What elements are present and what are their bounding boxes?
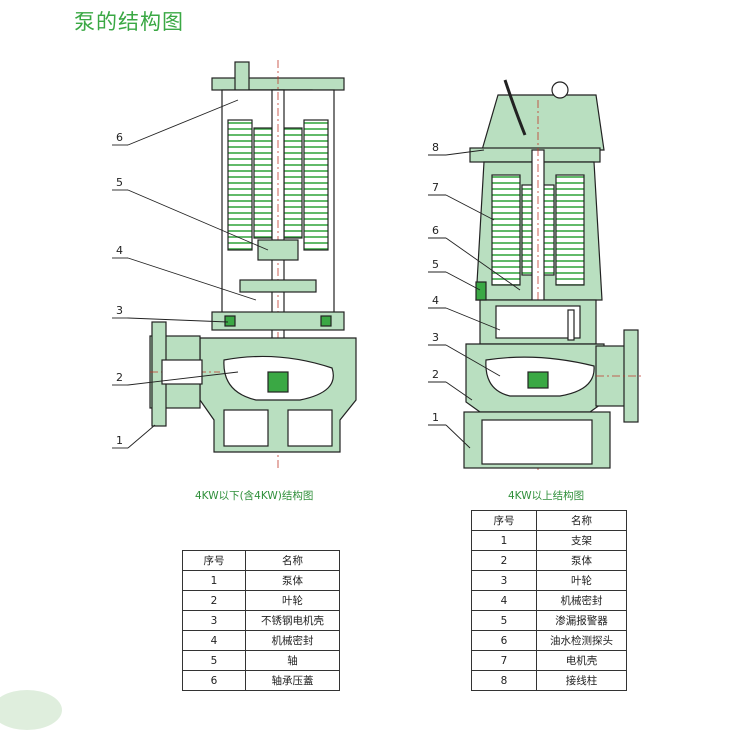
cell-index: 6 [182, 670, 246, 691]
right-callout-7: 7 [432, 181, 439, 194]
cell-index: 5 [182, 650, 246, 671]
left-callout-4: 4 [116, 244, 123, 257]
header-name: 名称 [245, 550, 340, 571]
left-callout-numbers: 6 5 4 3 2 1 [116, 131, 123, 447]
cell-index: 7 [471, 650, 537, 671]
table-header-row: 序号 名称 [182, 550, 340, 571]
page-title: 泵的结构图 [74, 10, 184, 34]
pump-structure-drawings: 6 5 4 3 2 1 [112, 60, 642, 470]
right-callout-numbers: 8 7 6 5 4 3 2 1 [432, 141, 439, 424]
left-pump-drawing [149, 60, 357, 470]
cell-index: 4 [471, 590, 537, 611]
cell-name: 电机壳 [536, 650, 627, 671]
right-callout-8: 8 [432, 141, 439, 154]
left-callout-2: 2 [116, 371, 123, 384]
header-name: 名称 [536, 510, 627, 531]
right-callout-4: 4 [432, 294, 439, 307]
right-pump-drawing [463, 79, 642, 470]
right-callout-6: 6 [432, 224, 439, 237]
cell-index: 2 [182, 590, 246, 611]
left-diagram-caption: 4KW以下(含4KW)结构图 [195, 490, 314, 502]
cell-name: 不锈钢电机壳 [245, 610, 340, 631]
cell-name: 油水检测探头 [536, 630, 627, 651]
cell-index: 6 [471, 630, 537, 651]
left-callout-3: 3 [116, 304, 123, 317]
cell-index: 8 [471, 670, 537, 691]
cell-name: 轴承压蓋 [245, 670, 340, 691]
cell-name: 接线柱 [536, 670, 627, 691]
cell-index: 3 [471, 570, 537, 591]
left-callout-5: 5 [116, 176, 123, 189]
left-callout-1: 1 [116, 434, 123, 447]
cell-name: 渗漏报警器 [536, 610, 627, 631]
cell-index: 1 [182, 570, 246, 591]
cell-index: 3 [182, 610, 246, 631]
cell-index: 2 [471, 550, 537, 571]
left-callout-leaders [112, 99, 269, 449]
right-callout-leaders [428, 149, 521, 449]
header-index: 序号 [182, 550, 246, 571]
header-index: 序号 [471, 510, 537, 531]
left-callout-6: 6 [116, 131, 123, 144]
cell-name: 机械密封 [536, 590, 627, 611]
cell-index: 5 [471, 610, 537, 631]
cell-index: 4 [182, 630, 246, 651]
right-callout-5: 5 [432, 258, 439, 271]
cell-name: 叶轮 [245, 590, 340, 611]
cell-name: 泵体 [245, 570, 340, 591]
cell-name: 泵体 [536, 550, 627, 571]
cell-name: 机械密封 [245, 630, 340, 651]
right-diagram-caption: 4KW以上结构图 [508, 490, 585, 502]
cell-name: 轴 [245, 650, 340, 671]
right-callout-3: 3 [432, 331, 439, 344]
cell-name: 支架 [536, 530, 627, 551]
table-header-row: 序号 名称 [471, 510, 627, 531]
decorative-corner-shape [0, 690, 62, 730]
cell-index: 1 [471, 530, 537, 551]
cell-name: 叶轮 [536, 570, 627, 591]
right-callout-1: 1 [432, 411, 439, 424]
right-callout-2: 2 [432, 368, 439, 381]
